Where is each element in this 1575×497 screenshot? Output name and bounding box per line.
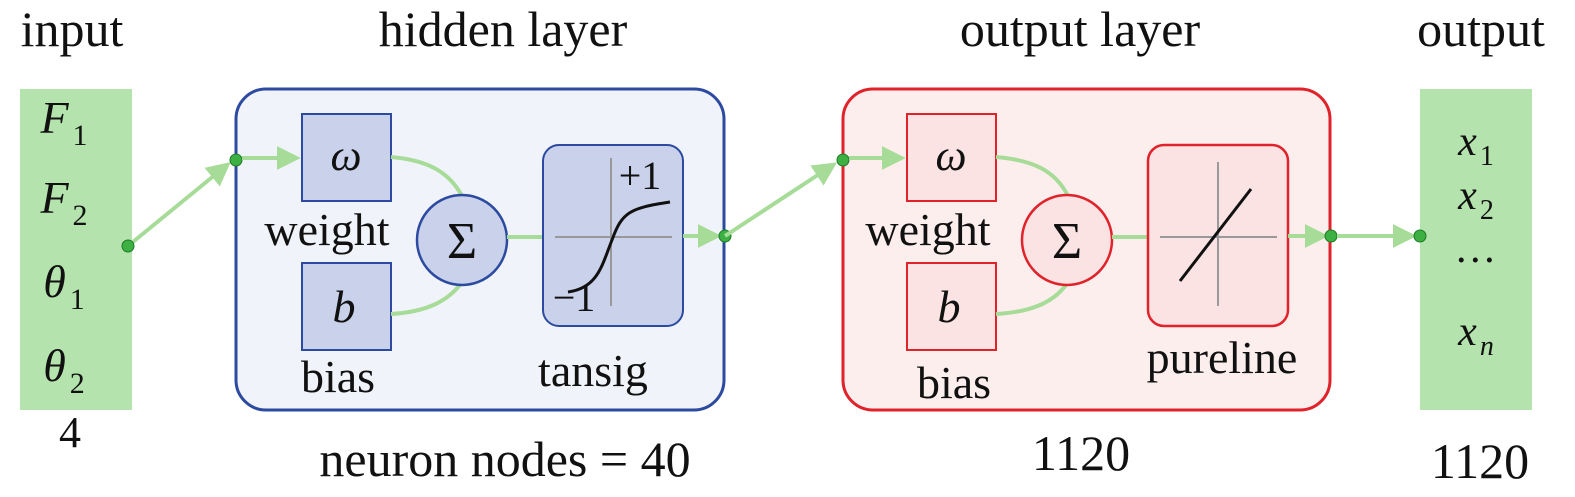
hidden-nodes-caption: neuron nodes = 40 <box>319 431 690 487</box>
variable-subscript: n <box>1480 331 1494 362</box>
node-dot <box>121 239 135 253</box>
pureline-line <box>1178 188 1253 282</box>
hidden-sum-symbol: Σ <box>447 213 477 270</box>
output-layer-header: output layer <box>960 1 1201 57</box>
node-dot <box>836 153 850 167</box>
tansig-curve <box>567 200 671 294</box>
output-bias-box <box>906 262 997 351</box>
hidden-weight-sum-curve <box>390 155 464 197</box>
output-header: output <box>1417 1 1545 57</box>
hidden-bias-box <box>301 262 392 351</box>
output-sum-node <box>1020 193 1114 287</box>
hidden-bias-symbol: b <box>333 281 356 332</box>
input-block <box>20 89 132 410</box>
variable-subscript: 2 <box>1480 195 1494 226</box>
pureline-label: pureline <box>1147 332 1298 383</box>
variable-subscript: 1 <box>73 119 88 152</box>
hidden-bias-sum-curve <box>390 280 464 316</box>
connector-input-hidden <box>126 161 231 248</box>
variable-subscript: 2 <box>70 367 85 400</box>
hidden-layer-header: hidden layer <box>379 1 628 57</box>
output-sum-symbol: Σ <box>1052 213 1082 270</box>
hidden-sum-node <box>415 193 509 287</box>
output-weight-symbol: ω <box>935 131 966 180</box>
input-count: 4 <box>59 408 81 457</box>
hidden-weight-symbol: ω <box>330 131 361 180</box>
output-weight-label: weight <box>865 204 990 255</box>
hidden-weight-box <box>301 113 392 202</box>
node-dot <box>1413 229 1427 243</box>
output-bias-symbol: b <box>938 281 961 332</box>
tansig-minus-one: −1 <box>553 275 596 320</box>
hidden-weight-label: weight <box>264 204 389 255</box>
output-count: 1120 <box>1431 433 1529 489</box>
tansig-plus-one: +1 <box>619 153 662 198</box>
output-bias-sum-curve <box>995 280 1070 316</box>
connector-hidden-output <box>723 162 838 238</box>
output-weight-sum-curve <box>995 155 1070 197</box>
tansig-label: tansig <box>538 345 648 396</box>
output-layer-count: 1120 <box>1032 425 1130 481</box>
node-dot <box>1324 229 1338 243</box>
output-block <box>1420 89 1532 410</box>
output-weight-box <box>906 113 997 202</box>
hidden-bias-label: bias <box>301 351 375 402</box>
input-header: input <box>21 1 124 57</box>
variable-subscript: 2 <box>73 199 88 232</box>
node-dot <box>229 153 243 167</box>
variable-subscript: 1 <box>70 283 85 316</box>
variable-label: … <box>1457 226 1494 272</box>
variable-subscript: 1 <box>1480 141 1494 172</box>
output-bias-label: bias <box>917 357 991 408</box>
